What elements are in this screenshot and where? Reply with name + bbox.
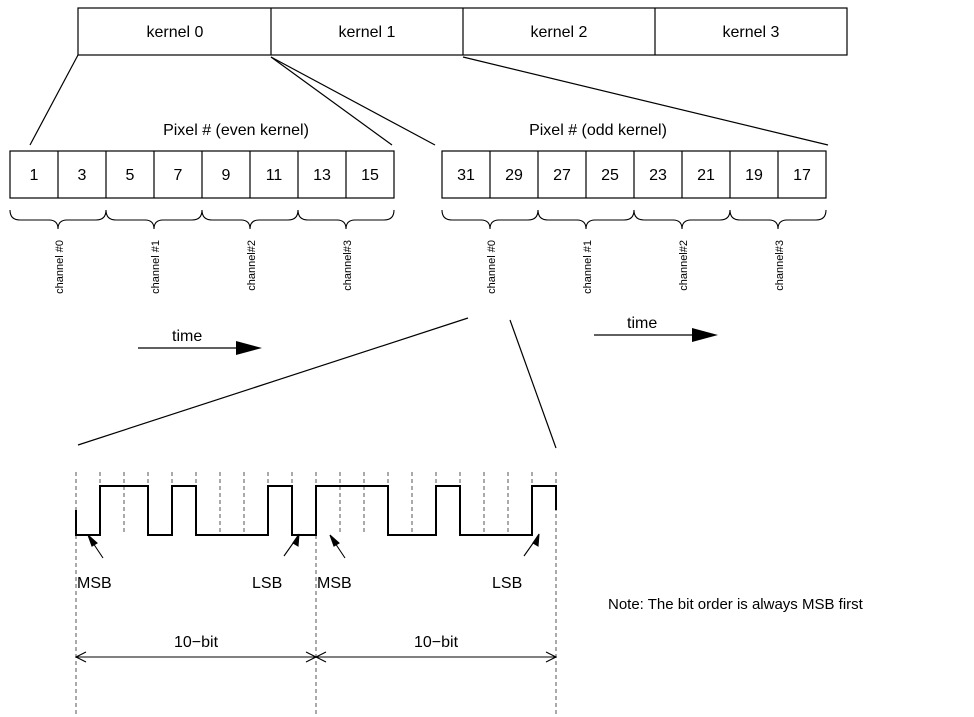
brace-even-1: [105, 209, 203, 230]
channel-label-even-0: channel #0: [54, 240, 66, 294]
pixel-cell-odd: 25: [601, 167, 619, 184]
msb-label: MSB: [317, 575, 352, 592]
even-pixel-row: [9, 150, 395, 199]
pixel-cell-odd: 17: [793, 167, 811, 184]
kernel-label-1: kernel 1: [339, 24, 396, 41]
time-arrow-left: [138, 341, 262, 355]
pixel-cell-even: 9: [222, 167, 231, 184]
brace-odd-3: [729, 209, 827, 230]
odd-group-title: Pixel # (odd kernel): [529, 122, 667, 139]
pixel-cell-odd: 31: [457, 167, 475, 184]
msb-arrow-2: [329, 534, 346, 559]
msb-arrow-1: [87, 534, 104, 559]
channel-label-odd-2: channel#2: [678, 240, 690, 291]
ten-bit-label: 10−bit: [414, 634, 459, 651]
bit-width-dimensions: [74, 651, 558, 663]
pixel-cell-even: 5: [126, 167, 135, 184]
ten-bit-label: 10−bit: [174, 634, 219, 651]
kernel-label-2: kernel 2: [531, 24, 588, 41]
pixel-cell-odd: 23: [649, 167, 667, 184]
pixel-cell-even: 13: [313, 167, 331, 184]
kernel-expansion-lines: [29, 54, 829, 146]
channel-label-odd-1: channel #1: [582, 240, 594, 294]
brace-even-0: [9, 209, 107, 230]
channel-label-even-3: channel#3: [342, 240, 354, 291]
bit-markers: [87, 533, 540, 559]
lsb-arrow-1: [283, 533, 300, 557]
zoom-lines: [77, 317, 557, 449]
brace-odd-2: [633, 209, 731, 230]
time-label-left: time: [172, 328, 202, 345]
channel-label-odd-0: channel #0: [486, 240, 498, 294]
brace-odd-1: [537, 209, 635, 230]
lsb-label: LSB: [252, 575, 282, 592]
even-group-title: Pixel # (even kernel): [163, 122, 309, 139]
channel-label-odd-3: channel#3: [774, 240, 786, 291]
brace-even-3: [297, 209, 395, 230]
brace-even-2: [201, 209, 299, 230]
lsb-arrow-2: [523, 533, 540, 557]
pixel-cell-even: 11: [266, 167, 283, 184]
pixel-cell-even: 3: [78, 167, 87, 184]
brace-odd-0: [441, 209, 539, 230]
msb-label: MSB: [77, 575, 112, 592]
kernel-bar: [77, 7, 848, 56]
channel-braces: [9, 209, 827, 230]
pixel-cell-even: 7: [174, 167, 183, 184]
pixel-cell-even: 15: [361, 167, 379, 184]
pixel-cell-even: 1: [30, 167, 39, 184]
channel-label-even-2: channel#2: [246, 240, 258, 291]
pixel-cell-odd: 27: [553, 167, 571, 184]
pixel-cell-odd: 19: [745, 167, 763, 184]
time-label-right: time: [627, 315, 657, 332]
lsb-label: LSB: [492, 575, 522, 592]
note-text: Note: The bit order is always MSB first: [608, 596, 864, 613]
channel-label-even-1: channel #1: [150, 240, 162, 294]
kernel-label-3: kernel 3: [723, 24, 780, 41]
data-waveform: [75, 485, 557, 536]
kernel-label-0: kernel 0: [147, 24, 204, 41]
time-arrow-right: [594, 328, 718, 342]
pixel-cell-odd: 29: [505, 167, 523, 184]
odd-pixel-row: [441, 150, 827, 199]
pixel-cell-odd: 21: [697, 167, 715, 184]
